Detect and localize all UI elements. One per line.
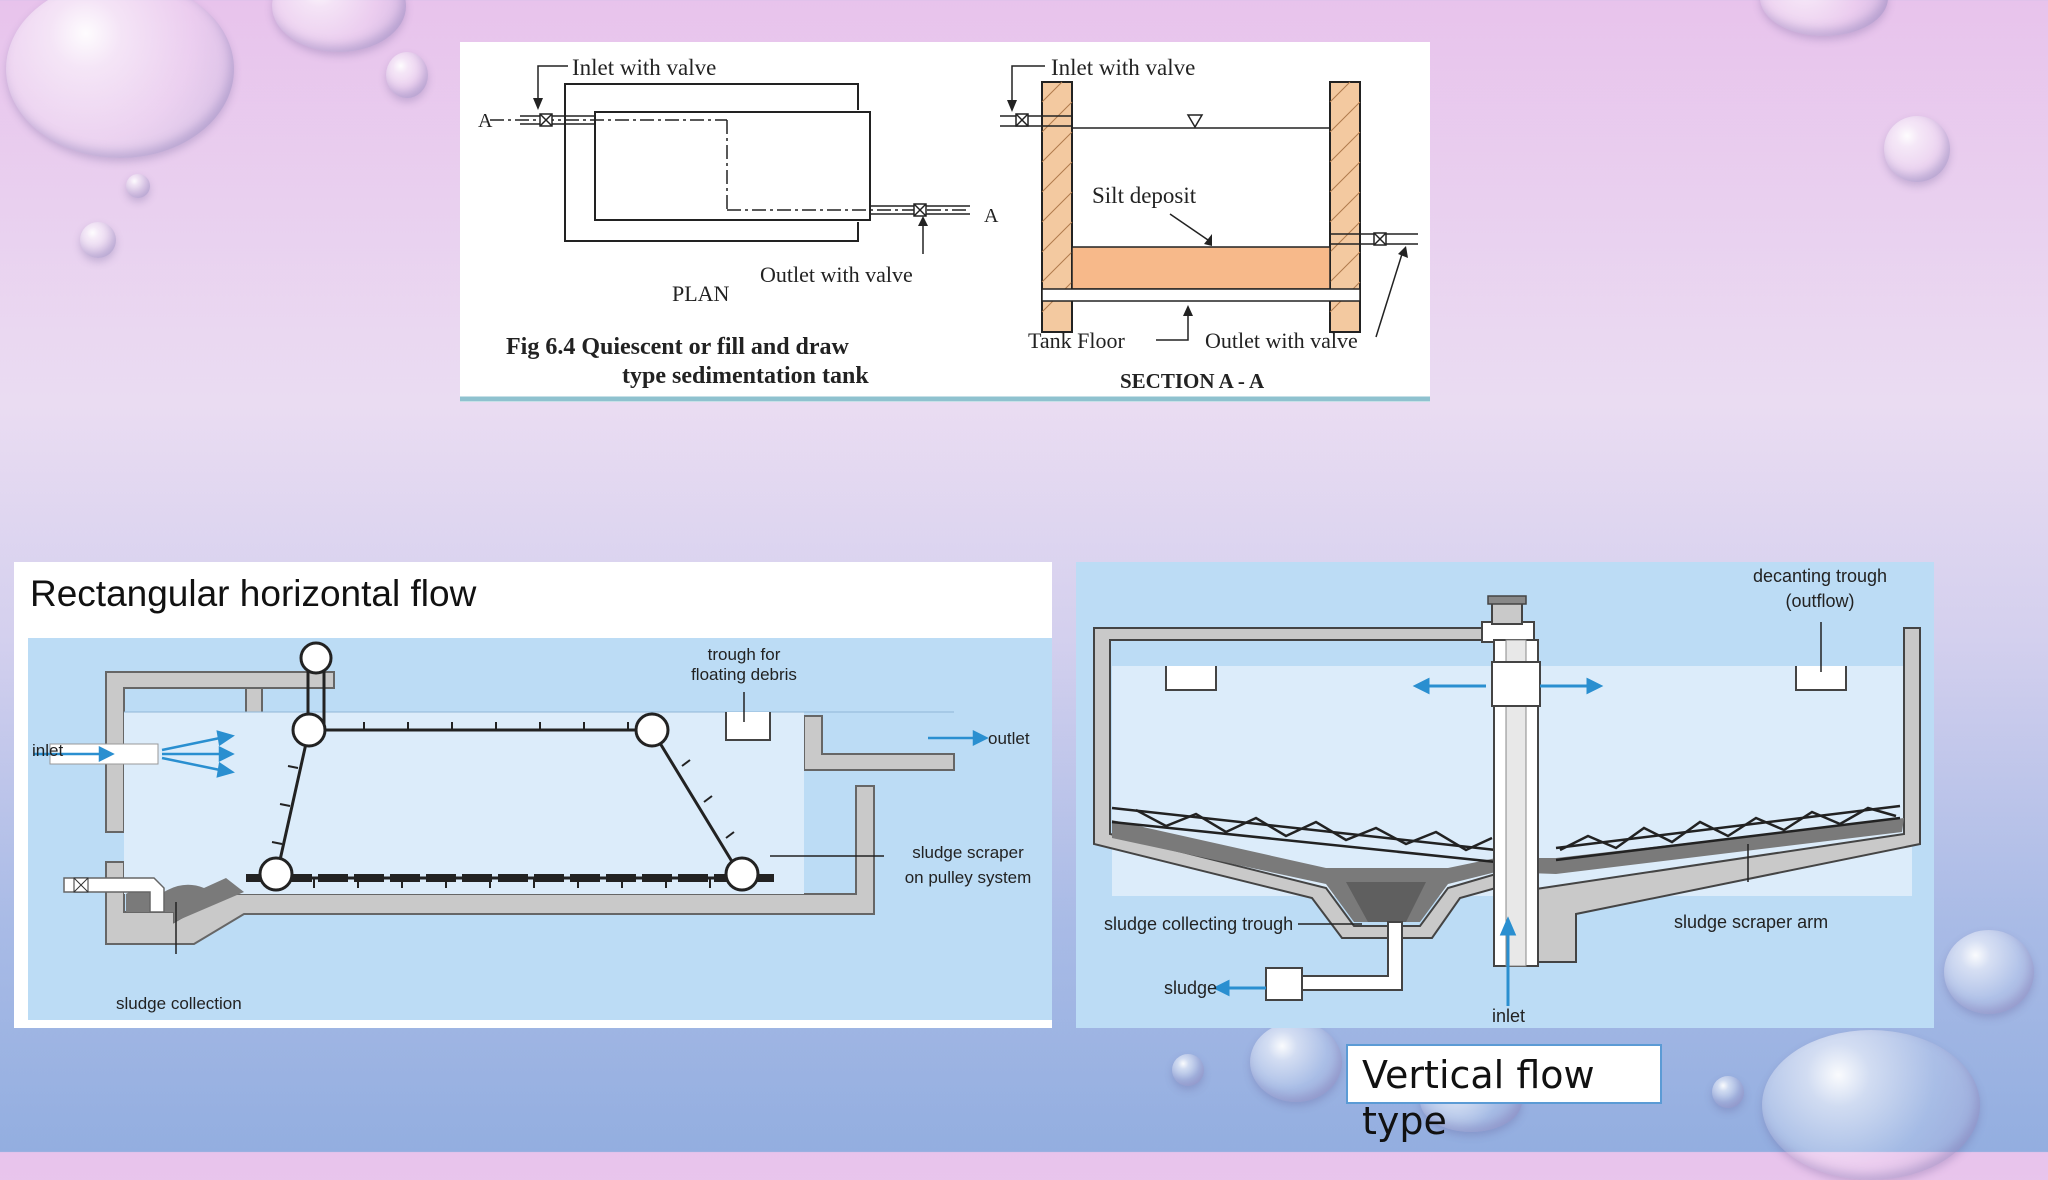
- inlet-baffle: [1491, 661, 1541, 707]
- inlet-label: inlet: [1492, 1006, 1525, 1026]
- plan-outlet-label: Outlet with valve: [760, 262, 913, 287]
- scraper-arm-label: sludge scraper arm: [1674, 912, 1828, 932]
- decanting-label-line2: (outflow): [1785, 591, 1854, 611]
- figure-caption-line1: Fig 6.4 Quiescent or fill and draw: [506, 334, 850, 360]
- pulley-wheel-icon: [291, 712, 327, 748]
- plan-inlet-valve-icon: [539, 113, 553, 127]
- bubble-decoration: [272, 0, 406, 52]
- silt-deposit-layer: [1071, 246, 1331, 290]
- bubble-decoration: [1944, 930, 2034, 1014]
- vertical-flow-caption: Vertical flow type: [1362, 1053, 1595, 1143]
- arrow-icon: [533, 98, 543, 110]
- tank-floor-label: Tank Floor: [1028, 328, 1126, 353]
- figure-caption-line2: type sedimentation tank: [622, 363, 869, 389]
- plan-inlet-label: Inlet with valve: [572, 55, 716, 80]
- sludge-collecting-trough: [1346, 882, 1426, 922]
- pulley-wheel-icon: [724, 856, 760, 892]
- bubble-decoration: [386, 52, 428, 98]
- bubble-decoration: [80, 222, 116, 258]
- sludge-trough-label: sludge collecting trough: [1104, 914, 1293, 934]
- sludge-label: sludge: [1164, 978, 1217, 998]
- pulley-wheel-icon: [258, 856, 294, 892]
- silt-deposit-label: Silt deposit: [1092, 183, 1197, 208]
- plan-section-marker-left: A: [478, 110, 493, 132]
- water-level-icon: [1186, 114, 1204, 129]
- bubble-decoration: [1762, 1030, 1980, 1180]
- trough-label-line2: floating debris: [691, 665, 797, 684]
- tank-wall: [105, 671, 335, 833]
- horizontal-flow-figure: Rectangular horizontal flow: [14, 562, 1052, 1028]
- debris-trough: [725, 712, 771, 741]
- quiescent-tank-figure: Inlet with valve A A Outlet with valve P…: [460, 42, 1430, 402]
- section-inlet-valve-icon: [1015, 113, 1029, 127]
- bubble-decoration: [126, 174, 150, 198]
- bubble-decoration: [1884, 116, 1950, 182]
- vertical-flow-caption-box: Vertical flow type: [1346, 1044, 1662, 1143]
- decanting-trough-left: [1165, 666, 1217, 691]
- flow-arrows: [1212, 677, 1604, 1006]
- section-outlet-label: Outlet with valve: [1205, 328, 1358, 353]
- sludge-valve-icon: [73, 877, 89, 893]
- vertical-flow-figure: decanting trough (outflow) sludge collec…: [1076, 562, 1934, 1028]
- tank-floor: [1041, 288, 1361, 302]
- inlet-label: inlet: [32, 741, 63, 760]
- trough-label-line1: trough for: [708, 645, 781, 664]
- arrow-icon: [1398, 246, 1408, 258]
- pulley-wheel-icon: [299, 641, 333, 675]
- plan-section-marker-right: A: [984, 205, 999, 227]
- bubble-decoration: [1712, 1076, 1744, 1108]
- decanting-trough-right: [1795, 666, 1847, 691]
- figure-title: Rectangular horizontal flow: [30, 573, 477, 614]
- tank-shell-right: [1515, 627, 1921, 963]
- sludge-collection-label: sludge collection: [116, 994, 242, 1013]
- drive-motor-icon: [1487, 595, 1527, 605]
- section-title: SECTION A - A: [1120, 369, 1265, 393]
- outlet-label: outlet: [988, 729, 1030, 748]
- water-body: [124, 712, 804, 894]
- quiescent-tank-svg: Inlet with valve A A Outlet with valve P…: [460, 55, 1430, 402]
- decanting-label-line1: decanting trough: [1753, 566, 1887, 586]
- vertical-flow-svg: decanting trough (outflow) sludge collec…: [1093, 566, 1921, 1026]
- section-outlet-valve-icon: [1373, 232, 1387, 246]
- plan-outlet-valve-icon: [913, 203, 927, 217]
- arrow-icon: [1204, 234, 1212, 246]
- arrow-icon: [1007, 100, 1017, 112]
- arrow-icon: [1183, 305, 1193, 316]
- pulley-wheel-icon: [634, 712, 670, 748]
- plan-title: PLAN: [672, 281, 730, 306]
- scraper-arm-right: [1555, 804, 1901, 862]
- bubble-decoration: [1760, 0, 1888, 36]
- inflow-arrows: [34, 730, 235, 778]
- arrow-icon: [918, 216, 928, 226]
- section-inlet-label: Inlet with valve: [1051, 55, 1195, 80]
- horizontal-flow-svg: Rectangular horizontal flow: [28, 573, 1052, 1020]
- bubble-decoration: [1172, 1054, 1204, 1086]
- scraper-arm-left: [1111, 806, 1497, 864]
- bubble-decoration: [6, 0, 234, 158]
- scraper-label-line1: sludge scraper: [912, 843, 1024, 862]
- bubble-decoration: [1250, 1022, 1342, 1102]
- outflow-arrow-icon: [928, 729, 989, 747]
- scraper-label-line2: on pulley system: [905, 868, 1032, 887]
